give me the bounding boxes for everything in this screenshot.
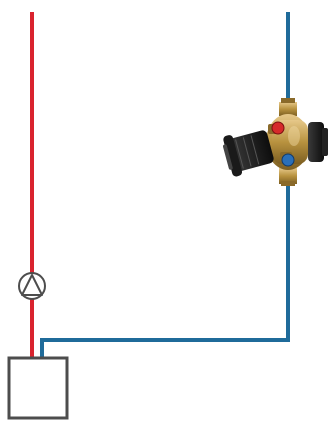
return-line: [42, 12, 288, 358]
boiler-box: [9, 358, 67, 418]
valve-icon: [220, 98, 328, 186]
pump-symbol: [19, 273, 45, 299]
